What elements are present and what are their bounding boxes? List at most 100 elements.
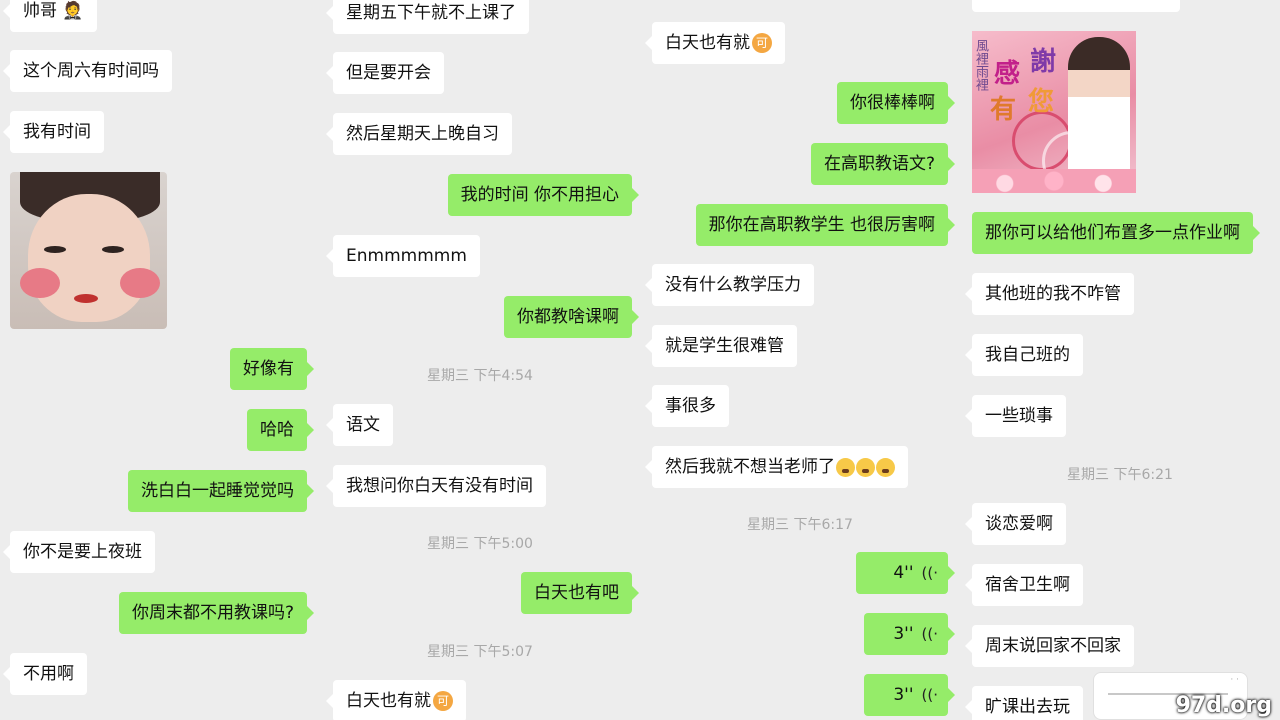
voice-message-bubble[interactable]: 4'' ((·: [856, 552, 955, 594]
message-bubble-outgoing[interactable]: 洗白白一起睡觉觉吗: [128, 470, 314, 512]
sticker-flower-decoration: [972, 169, 1136, 193]
message-text: 在高职教语文?: [823, 154, 935, 174]
message-bubble-incoming[interactable]: 我有时间: [3, 111, 104, 153]
message-bubble-incoming[interactable]: 事很多: [645, 385, 729, 427]
message-text: 这个周六有时间吗: [23, 61, 159, 81]
message-text: 没有什么教学压力: [665, 275, 801, 295]
message-bubble-incoming[interactable]: 一些琐事: [965, 395, 1066, 437]
message-bubble-incoming[interactable]: 语文: [326, 404, 393, 446]
coin-emoji-icon: 可: [752, 33, 772, 53]
message-bubble-outgoing[interactable]: 哈哈: [247, 409, 314, 451]
message-text: 语文: [346, 415, 380, 435]
message-bubble-incoming[interactable]: 但是要开会: [326, 52, 444, 94]
message-text: 帅哥 🤵: [23, 1, 84, 21]
message-bubble-outgoing[interactable]: 白天也有吧: [521, 572, 639, 614]
voice-duration: 4'': [893, 563, 914, 583]
timestamp: 星期三 下午6:21: [1067, 467, 1173, 483]
message-text: Enmmmmmm: [346, 246, 467, 266]
message-text: 一些琐事: [985, 406, 1053, 426]
message-bubble-incoming[interactable]: 谈恋爱啊: [965, 503, 1066, 545]
message-text: 白天也有吧: [534, 583, 619, 603]
message-bubble-incoming[interactable]: 然后我就不想当老师了: [645, 446, 908, 488]
message-bubble-incoming[interactable]: 帅哥 🤵: [3, 0, 97, 32]
message-text: 我有时间: [23, 122, 91, 142]
sticker-person-figure: [1068, 37, 1130, 187]
sticker-title-char: 感: [994, 59, 1023, 89]
message-bubble-incoming[interactable]: 没有什么教学压力: [645, 264, 814, 306]
message-bubble-outgoing[interactable]: 那你可以给他们布置多一点作业啊: [972, 212, 1260, 254]
message-text: 其他班的我不咋管: [985, 284, 1121, 304]
sticker-cheek: [20, 268, 60, 298]
message-text: 白天也有就: [665, 33, 750, 53]
message-text: 宿舍卫生啊: [985, 575, 1070, 595]
message-bubble-incoming[interactable]: 这个周六有时间吗: [3, 50, 172, 92]
message-text: 就是学生很难管: [665, 336, 784, 356]
sticker-eye: [44, 246, 66, 253]
message-bubble-incoming[interactable]: 旷课出去玩: [965, 686, 1083, 720]
message-text: 然后星期天上晚自习: [346, 124, 499, 144]
timestamp: 星期三 下午4:54: [427, 368, 533, 384]
message-text: 周末说回家不回家: [985, 636, 1121, 656]
message-bubble-incoming[interactable]: 我想问你白天有没有时间: [326, 465, 546, 507]
message-text: 洗白白一起睡觉觉吗: [141, 481, 294, 501]
message-bubble-incoming[interactable]: 就是学生很难管: [645, 325, 797, 367]
voice-wave-icon: ((·: [921, 686, 938, 704]
message-bubble-incoming[interactable]: Enmmmmmm: [326, 235, 480, 277]
message-bubble-incoming[interactable]: 你不是要上夜班: [3, 531, 155, 573]
timestamp: 星期三 下午5:07: [427, 644, 533, 660]
message-bubble-incoming-partial[interactable]: [972, 0, 1180, 12]
timestamp: 星期三 下午6:17: [747, 517, 853, 533]
message-text: 谈恋爱啊: [985, 514, 1053, 534]
message-text: 你不是要上夜班: [23, 542, 142, 562]
message-bubble-outgoing[interactable]: 你都教啥课啊: [504, 296, 639, 338]
floating-input-panel[interactable]: · ·: [1093, 672, 1248, 720]
voice-duration: 3'': [893, 685, 914, 705]
message-bubble-outgoing[interactable]: 在高职教语文?: [810, 143, 956, 185]
message-bubble-incoming[interactable]: 我自己班的: [965, 334, 1083, 376]
sticker-title-char: 有: [990, 95, 1019, 125]
sticker-eye: [102, 246, 124, 253]
message-bubble-incoming[interactable]: 周末说回家不回家: [965, 625, 1134, 667]
drool-face-emoji-icon: [836, 457, 855, 477]
message-text: 不用啊: [23, 664, 74, 684]
message-bubble-outgoing[interactable]: 你周末都不用教课吗?: [118, 592, 315, 634]
message-bubble-outgoing[interactable]: 我的时间 你不用担心: [447, 174, 640, 216]
message-text: 白天也有就: [346, 691, 431, 711]
message-text: 但是要开会: [346, 63, 431, 83]
thank-you-sticker-image[interactable]: 風裡雨裡 感 謝 有 您: [972, 31, 1136, 193]
message-text: 你周末都不用教课吗?: [131, 603, 294, 623]
sticker-mouth: [74, 294, 98, 303]
message-bubble-outgoing[interactable]: 那你在高职教学生 也很厉害啊: [695, 204, 956, 246]
message-text: 好像有: [243, 359, 294, 379]
sticker-title-char: 謝: [1030, 47, 1059, 77]
message-text: 那你在高职教学生 也很厉害啊: [708, 215, 935, 235]
message-text: 我想问你白天有没有时间: [346, 476, 533, 496]
message-text: 事很多: [665, 396, 716, 416]
message-bubble-incoming[interactable]: 宿舍卫生啊: [965, 564, 1083, 606]
message-bubble-incoming[interactable]: 不用啊: [3, 653, 87, 695]
panel-divider: [1108, 693, 1228, 695]
coin-emoji-icon: 可: [433, 691, 453, 711]
message-text: 你都教啥课啊: [517, 307, 619, 327]
voice-wave-icon: ((·: [921, 564, 938, 582]
message-bubble-incoming[interactable]: 白天也有就可: [645, 22, 785, 64]
message-bubble-incoming[interactable]: 其他班的我不咋管: [965, 273, 1134, 315]
message-text: 我自己班的: [985, 345, 1070, 365]
message-bubble-outgoing[interactable]: 好像有: [230, 348, 314, 390]
chat-column-2: 星期五下午就不上课了 但是要开会 然后星期天上晚自习 我的时间 你不用担心 En…: [320, 0, 640, 720]
message-bubble-outgoing[interactable]: 你很棒棒啊: [837, 82, 955, 124]
drool-face-emoji-icon: [856, 457, 875, 477]
sticker-side-text: 風裡雨裡: [973, 39, 988, 91]
voice-message-bubble[interactable]: 3'' ((·: [864, 674, 955, 716]
panel-dots-icon: · ·: [1230, 675, 1239, 685]
message-text: 哈哈: [260, 420, 294, 440]
sticker-cheek: [120, 268, 160, 298]
message-bubble-incoming[interactable]: 然后星期天上晚自习: [326, 113, 512, 155]
message-bubble-incoming[interactable]: 星期五下午就不上课了: [326, 0, 529, 34]
message-text: 你很棒棒啊: [850, 93, 935, 113]
message-text: 那你可以给他们布置多一点作业啊: [985, 223, 1240, 243]
voice-wave-icon: ((·: [921, 625, 938, 643]
voice-message-bubble[interactable]: 3''((·: [864, 613, 955, 655]
sticker-image-baby-face[interactable]: [10, 172, 167, 329]
message-bubble-incoming[interactable]: 白天也有就可: [326, 680, 466, 720]
